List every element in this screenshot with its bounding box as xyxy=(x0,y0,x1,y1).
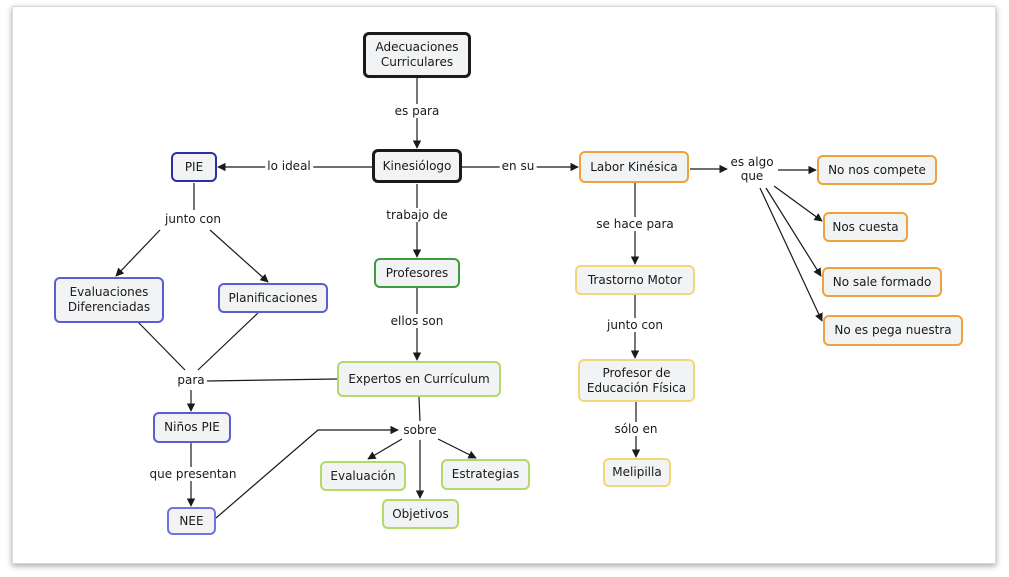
link-label-sobre: sobre xyxy=(401,423,439,437)
link-label-es-algo-que: es algo que xyxy=(728,155,776,183)
node-no-es-pega-nuestra[interactable]: No es pega nuestra xyxy=(823,315,963,346)
link-label-que-presentan: que presentan xyxy=(147,467,239,481)
link-expertos-para xyxy=(206,378,338,382)
node-pie[interactable]: PIE xyxy=(171,152,217,182)
node-nos-cuesta[interactable]: Nos cuesta xyxy=(823,212,908,242)
link-label-para: para xyxy=(175,373,207,387)
node-profesores[interactable]: Profesores xyxy=(374,258,460,288)
node-adecuaciones-curriculares[interactable]: Adecuaciones Curriculares xyxy=(363,32,471,78)
node-no-sale-formado[interactable]: No sale formado xyxy=(822,267,942,297)
link-label-se-hace-para: se hace para xyxy=(594,217,676,231)
node-evaluacion[interactable]: Evaluación xyxy=(320,461,406,491)
node-kinesiologo[interactable]: Kinesiólogo xyxy=(372,149,462,183)
link-esalgo-pega xyxy=(759,187,823,322)
link-junto-plan xyxy=(209,229,269,283)
link-label-trabajo-de: trabajo de xyxy=(384,208,450,222)
link-label-junto-con: junto con xyxy=(163,212,223,226)
node-ninos-pie[interactable]: Niños PIE xyxy=(153,412,231,443)
node-estrategias[interactable]: Estrategias xyxy=(441,459,530,490)
node-profesor-educacion-fisica[interactable]: Profesor de Educación Física xyxy=(578,359,695,402)
node-no-nos-compete[interactable]: No nos compete xyxy=(817,155,937,185)
node-expertos-curriculum[interactable]: Expertos en Currículum xyxy=(337,361,501,397)
node-labor-kinesica[interactable]: Labor Kinésica xyxy=(579,151,689,183)
link-sobre-evaluacion xyxy=(367,438,403,460)
node-nee[interactable]: NEE xyxy=(167,507,216,535)
node-evaluaciones-diferenciadas[interactable]: Evaluaciones Diferenciadas xyxy=(54,277,164,323)
link-plan-para xyxy=(197,312,259,371)
link-nee-sobre xyxy=(215,425,399,519)
link-expertos-sobre xyxy=(418,396,421,422)
link-eval-para xyxy=(137,321,186,371)
link-sobre-estrategias xyxy=(437,438,477,459)
link-label-lo-ideal: lo ideal xyxy=(265,159,313,173)
link-label-junto-con-2: junto con xyxy=(605,318,665,332)
node-melipilla[interactable]: Melipilla xyxy=(603,458,671,487)
link-label-en-su: en su xyxy=(499,159,537,173)
node-trastorno-motor[interactable]: Trastorno Motor xyxy=(575,265,695,295)
link-label-es-para: es para xyxy=(392,104,442,118)
link-label-ellos-son: ellos son xyxy=(388,314,446,328)
link-esalgo-cuesta xyxy=(773,185,823,222)
link-junto-eval xyxy=(115,229,161,277)
node-planificaciones[interactable]: Planificaciones xyxy=(218,283,328,313)
link-esalgo-formado xyxy=(765,187,822,277)
link-label-solo-en: sólo en xyxy=(612,422,660,436)
node-objetivos[interactable]: Objetivos xyxy=(382,499,459,529)
